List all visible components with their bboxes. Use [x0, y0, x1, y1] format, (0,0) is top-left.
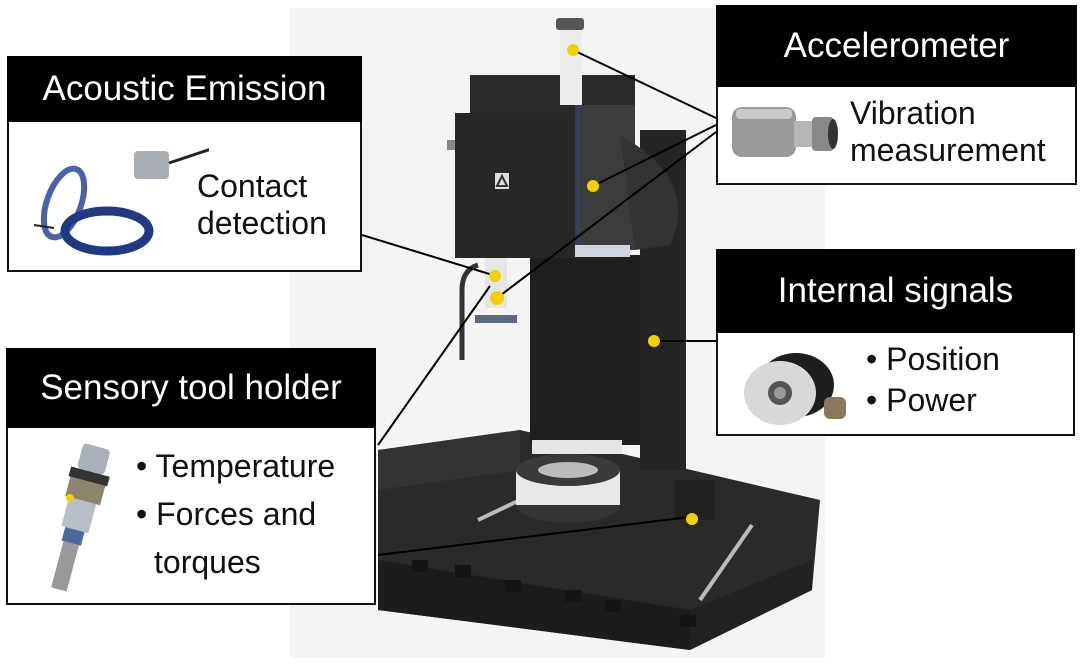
- machine-column: [530, 130, 715, 520]
- callout-title: Accelerometer: [716, 5, 1077, 87]
- sensory-tool-holder-icon: [51, 443, 110, 592]
- callout-internal-signals: Internal signals • Position • Power: [716, 249, 1075, 436]
- bullet-item: • Temperature: [136, 448, 336, 484]
- callout-title: Acoustic Emission: [7, 56, 362, 122]
- sensor-marker-tool-holder: [490, 291, 504, 305]
- sensor-marker-accelerometer-spindle: [587, 180, 599, 192]
- sensor-marker-workpiece: [686, 513, 698, 525]
- sensor-marker-internal-signals: [648, 335, 660, 347]
- sensor-marker-acoustic-emission: [489, 270, 501, 282]
- bullet-item: • Forces and: [136, 496, 317, 532]
- bullet-list: • Position • Power: [866, 341, 1000, 419]
- acoustic-emission-sensors-icon: [33, 148, 209, 256]
- bullet-item: • Position: [866, 341, 1000, 377]
- bullet-list: • Temperature • Forces and torques: [136, 442, 335, 586]
- description: Contact detection: [197, 168, 327, 241]
- sensor-markers: [489, 44, 698, 525]
- callout-title: Sensory tool holder: [6, 348, 376, 428]
- sensor-marker-accelerometer-top: [567, 44, 579, 56]
- leader-lines: [361, 49, 717, 556]
- accelerometer-sensor-icon: [732, 107, 838, 157]
- callout-sensory-tool-holder: Sensory tool holder • Temperature • Forc…: [6, 348, 376, 605]
- bullet-item-continuation: torques: [154, 544, 261, 580]
- callout-acoustic-emission: Acoustic Emission Contact detection: [7, 56, 362, 272]
- callout-title: Internal signals: [716, 249, 1075, 333]
- rotary-table: [516, 454, 620, 523]
- description: Vibration measurement: [850, 95, 1046, 168]
- bullet-item: • Power: [866, 381, 977, 418]
- rotary-encoder-icon: [744, 353, 846, 425]
- callout-accelerometer: Accelerometer Vibration measurement: [716, 5, 1077, 185]
